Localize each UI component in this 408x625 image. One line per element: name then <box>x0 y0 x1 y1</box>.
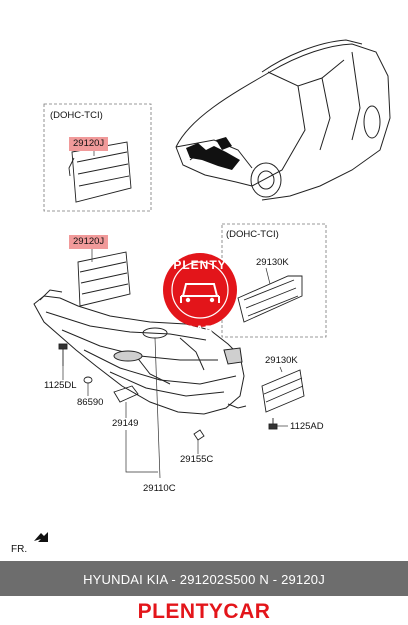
watermark-logo <box>163 253 237 327</box>
inset-box-2 <box>221 223 327 338</box>
front-direction-label: FR. <box>11 544 28 555</box>
part-label-29130K-lower: 29130K <box>265 355 298 366</box>
clip-29155C-icon <box>193 429 205 441</box>
front-direction-arrow-icon <box>34 532 48 542</box>
grille-29120J-top <box>68 141 132 203</box>
grille-29130K-lower <box>261 369 305 413</box>
bolt-icon <box>58 343 68 366</box>
caption-bar: HYUNDAI KIA - 291202S500 N - 29120J <box>0 561 408 596</box>
watermark-text-top: PLENTY <box>173 258 227 272</box>
grille-29130K-box <box>237 275 303 323</box>
part-label-29155C: 29155C <box>180 454 214 465</box>
part-label-29149: 29149 <box>112 418 139 429</box>
clip-icon <box>83 376 93 384</box>
part-label-29120J-top: 29120J <box>69 137 109 151</box>
box2-title: (DOHC-TCI) <box>226 229 279 240</box>
watermark-text-bottom: CAR <box>185 323 215 337</box>
part-label-86590: 86590 <box>77 397 104 408</box>
car-outline-icon <box>175 39 391 201</box>
car-part-highlight <box>186 143 240 170</box>
bolt-1125AD-icon <box>268 418 278 430</box>
part-29149 <box>113 385 139 403</box>
inset-box-1 <box>43 103 152 212</box>
part-label-29130K-box: 29130K <box>256 257 289 268</box>
under-cover-29110C <box>33 289 247 415</box>
part-label-29110C: 29110C <box>143 483 176 494</box>
grille-29120J-middle <box>77 251 131 307</box>
part-label-1125DL: 1125DL <box>44 380 77 391</box>
part-label-29120J-middle: 29120J <box>69 235 109 249</box>
caption-text: HYUNDAI KIA - 291202S500 N - 29120J <box>83 572 325 587</box>
part-label-1125AD: 1125AD <box>290 421 324 432</box>
brand-text: PLENTYCAR <box>137 600 271 623</box>
leader-lines <box>62 149 288 479</box>
box1-title: (DOHC-TCI) <box>50 110 103 121</box>
